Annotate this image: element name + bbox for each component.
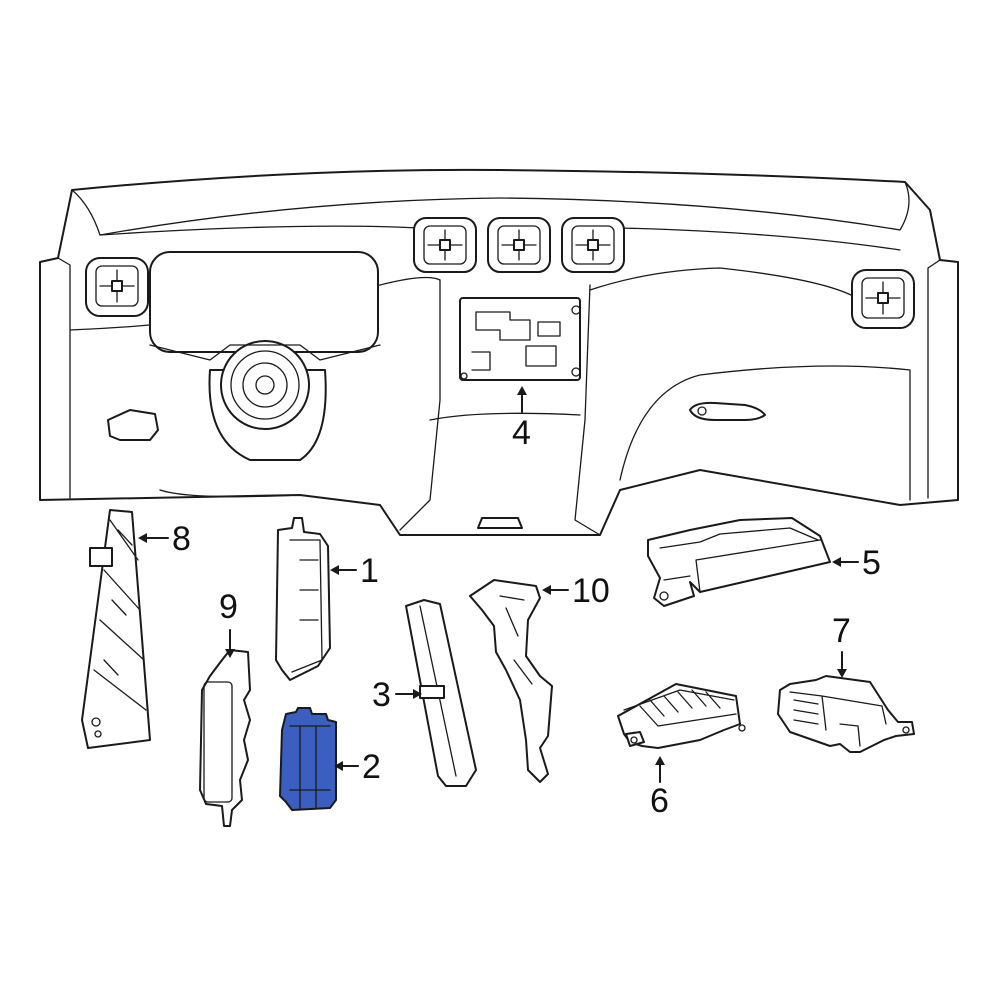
callout-8: 8 [172,520,191,558]
callout-3: 3 [372,676,391,714]
center-air-vents [413,217,625,273]
part-5-duct [647,517,831,607]
part-2-module-highlighted [279,707,337,811]
part-3-bar [405,599,477,787]
left-air-vent [85,257,149,317]
callouts: 8 1 9 10 5 4 3 2 7 6 [138,386,881,820]
callout-5: 5 [862,544,881,582]
center-module-4 [459,297,581,381]
part-8-panel [81,509,151,749]
callout-6: 6 [650,782,669,820]
callout-1: 1 [360,552,379,590]
part-6-module [617,683,746,749]
callout-10: 10 [572,572,610,610]
part-9-bracket [199,649,251,827]
callout-4: 4 [512,414,531,452]
steering-column [149,340,381,461]
knee-bracket [107,409,159,441]
part-1-module [275,517,331,681]
part-10-bracket [469,579,553,783]
dashboard-assembly [39,168,959,536]
callout-7: 7 [832,612,851,650]
callout-9: 9 [219,588,238,626]
glovebox-handle [689,401,766,421]
instrument-cluster-cover [149,251,379,353]
part-7-module [777,675,915,753]
callout-2: 2 [362,748,381,786]
right-air-vent [851,269,915,329]
